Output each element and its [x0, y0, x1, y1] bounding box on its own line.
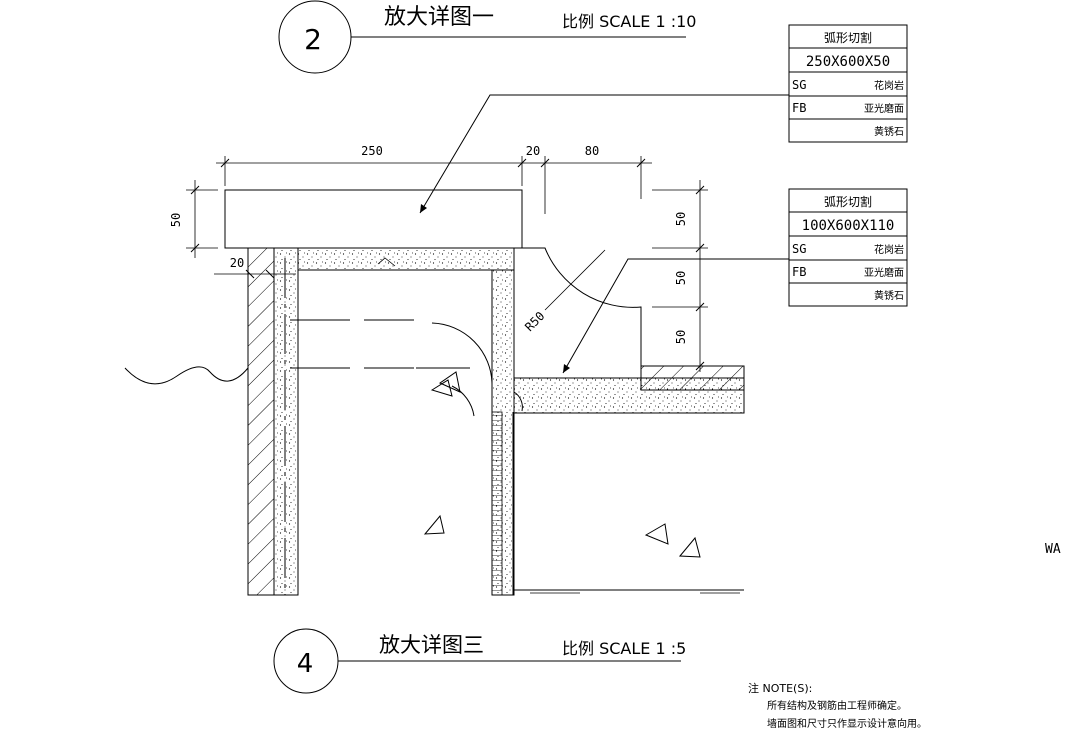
leader-bottom	[562, 258, 789, 374]
dim-r50: R50	[522, 309, 547, 334]
detail-2-scale: 比例 SCALE 1 :10	[562, 12, 697, 31]
corner-arcs	[431, 322, 523, 417]
spec-top-size: 250X600X50	[806, 54, 890, 70]
notes-block: 注 NOTE(S): 所有结构及钢筋由工程师确定。 墙面图和尺寸只作显示设计意向…	[748, 681, 927, 730]
spec-top-material-3: 黄锈石	[874, 125, 904, 138]
detail-2-number: 2	[304, 23, 322, 56]
dimensions: 250 20 80 50 20 50 50 50	[169, 144, 708, 372]
spec-bottom-code-2: FB	[792, 265, 806, 279]
dim-20-left: 20	[230, 256, 244, 270]
spec-table-bottom: 弧形切割 100X600X110 SG 花岗岩 FB 亚光磨面 黄锈石	[788, 188, 908, 307]
detail-4-scale: 比例 SCALE 1 :5	[562, 639, 686, 658]
dim-50-right-b: 50	[674, 271, 688, 285]
notes-label: 注 NOTE(S):	[748, 681, 812, 695]
coping-stone	[224, 189, 523, 249]
wall-section	[247, 247, 515, 596]
aggregate-markers	[423, 371, 701, 558]
dim-20-top: 20	[526, 144, 540, 158]
floor-slab	[513, 365, 745, 594]
spec-bottom-material-2: 亚光磨面	[864, 266, 904, 279]
dim-250: 250	[361, 144, 383, 158]
dim-50-left: 50	[169, 213, 183, 227]
leader-lines	[419, 94, 789, 374]
spec-bottom-material-1: 花岗岩	[874, 243, 904, 256]
spec-top-code-1: SG	[792, 78, 806, 92]
cutoff-text: WA	[1045, 542, 1061, 557]
detail-4-number: 4	[297, 649, 314, 679]
spec-top-material-1: 花岗岩	[874, 79, 904, 92]
dim-80: 80	[585, 144, 599, 158]
detail-4-title-block: 4 放大详图三 比例 SCALE 1 :5	[273, 628, 686, 694]
dim-50-right-c: 50	[674, 330, 688, 344]
water-line	[124, 319, 470, 385]
spec-bottom-code-1: SG	[792, 242, 806, 256]
spec-bottom-material-3: 黄锈石	[874, 289, 904, 302]
spec-top-material-2: 亚光磨面	[864, 102, 904, 115]
spec-bottom-header: 弧形切割	[824, 194, 872, 209]
detail-2-title-block: 2 放大详图一 比例 SCALE 1 :10	[278, 0, 697, 74]
detail-4-title: 放大详图三	[379, 633, 484, 657]
leader-top	[419, 94, 789, 214]
arc-cut-stone: R50	[513, 247, 642, 379]
notes-line-1: 所有结构及钢筋由工程师确定。	[767, 699, 907, 712]
spec-top-code-2: FB	[792, 101, 806, 115]
notes-line-2: 墙面图和尺寸只作显示设计意向用。	[767, 717, 927, 730]
detail-2-title: 放大详图一	[384, 5, 494, 30]
spec-table-top: 弧形切割 250X600X50 SG 花岗岩 FB 亚光磨面 黄锈石	[788, 24, 908, 143]
spec-bottom-size: 100X600X110	[802, 218, 895, 234]
spec-top-header: 弧形切割	[824, 30, 872, 45]
dim-50-right-a: 50	[674, 212, 688, 226]
